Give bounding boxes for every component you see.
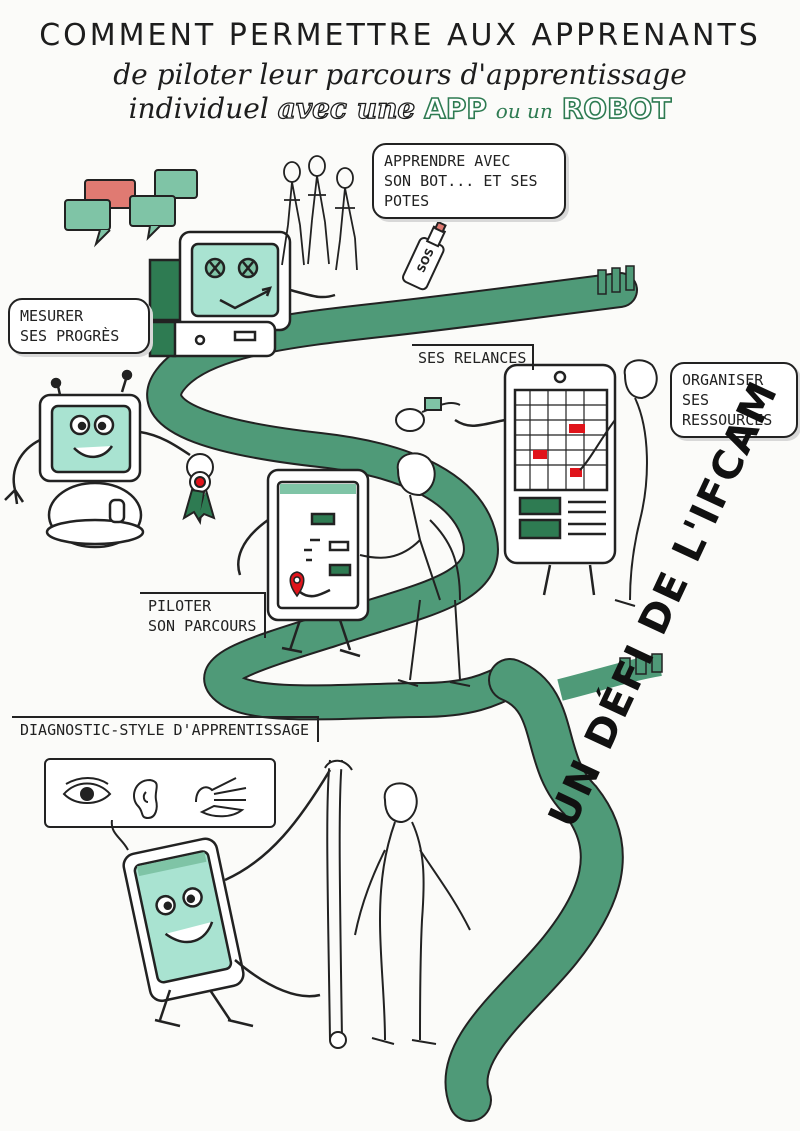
- title-robot: ROBOT: [561, 91, 672, 126]
- hand-icon: [195, 777, 247, 818]
- title-ou-un: ou un: [495, 99, 553, 123]
- tv-robot: [4, 369, 191, 549]
- woman-standing: [579, 359, 658, 607]
- label-piloter-son-parcours: Piloter son parcours: [140, 592, 267, 638]
- location-pin-icon: [289, 571, 305, 598]
- tablet-character: [454, 363, 617, 596]
- phone-character-bottom: [122, 769, 332, 1028]
- label-diagnostic-style: Diagnostic-style d'apprentissage: [12, 716, 319, 742]
- woman-walking: [359, 452, 471, 687]
- hanging-man: [395, 397, 461, 432]
- measuring-pole: [324, 759, 353, 1049]
- woman-bottom: [354, 782, 471, 1045]
- title-individuel: individuel: [128, 92, 269, 125]
- bubble-apprendre-avec-son-bot: Apprendre avec son bot... et ses potes: [372, 143, 566, 219]
- title-avec-une: avec une: [277, 91, 416, 125]
- winding-road: [146, 265, 663, 1122]
- senses-box-tail: [110, 820, 129, 851]
- medal-icon: [182, 453, 216, 525]
- title-line-3: individuel avec une APP ou un ROBOT: [0, 91, 800, 126]
- bubble-organiser-ses-ressources: Organiser ses ressources: [670, 362, 798, 438]
- monitor-robot: [148, 230, 336, 358]
- senses-icons: [62, 777, 247, 820]
- title-app: APP: [423, 91, 487, 126]
- group-of-people: [281, 155, 358, 271]
- road-dashes: [597, 265, 663, 677]
- bubble-mesurer-ses-progres: Mesurer ses progrès: [8, 298, 150, 354]
- title-line-1: Comment permettre aux apprenants: [39, 18, 761, 53]
- ear-icon: [133, 778, 158, 820]
- eye-icon: [62, 777, 112, 804]
- sos-bottle: [402, 220, 447, 291]
- title-line-2: de piloter leur parcours d'apprentissage: [113, 58, 687, 91]
- chat-bubbles-icon: [64, 169, 198, 248]
- senses-box: [44, 758, 276, 828]
- label-ses-relances: Ses relances: [412, 344, 535, 370]
